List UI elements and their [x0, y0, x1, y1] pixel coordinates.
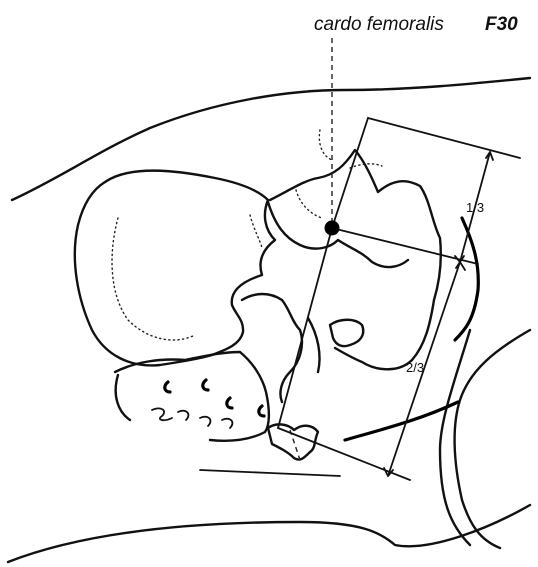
body-contour-top [12, 78, 530, 200]
sacral-marks [152, 380, 264, 428]
obturator-bone [242, 294, 302, 402]
coccyx-region [268, 424, 318, 459]
trochanter-dotted-1 [296, 190, 322, 218]
trochanter-dotted-2 [319, 130, 332, 160]
ischium-outline [330, 320, 363, 346]
thigh-contour-right [455, 330, 530, 548]
point-name-label: cardo femoralis [314, 14, 444, 35]
measure-frame-top [368, 118, 520, 158]
point-code-label: F30 [485, 14, 518, 35]
greater-trochanter [270, 150, 441, 369]
cardo-femoralis-point [325, 221, 340, 236]
ratio-upper-label: 1/3 [466, 200, 484, 215]
ilium-inner-dotted [112, 218, 195, 340]
inner-pelvis-curve [308, 318, 320, 372]
ratio-lower-label: 2/3 [406, 360, 424, 375]
sacrum-lower-edge [116, 375, 130, 420]
lower-thigh-line [200, 470, 340, 476]
body-contour-bottom [8, 505, 530, 562]
measure-frame-left [278, 118, 368, 428]
ilium-outline [75, 171, 275, 366]
trochanter-dotted-4 [250, 215, 262, 248]
